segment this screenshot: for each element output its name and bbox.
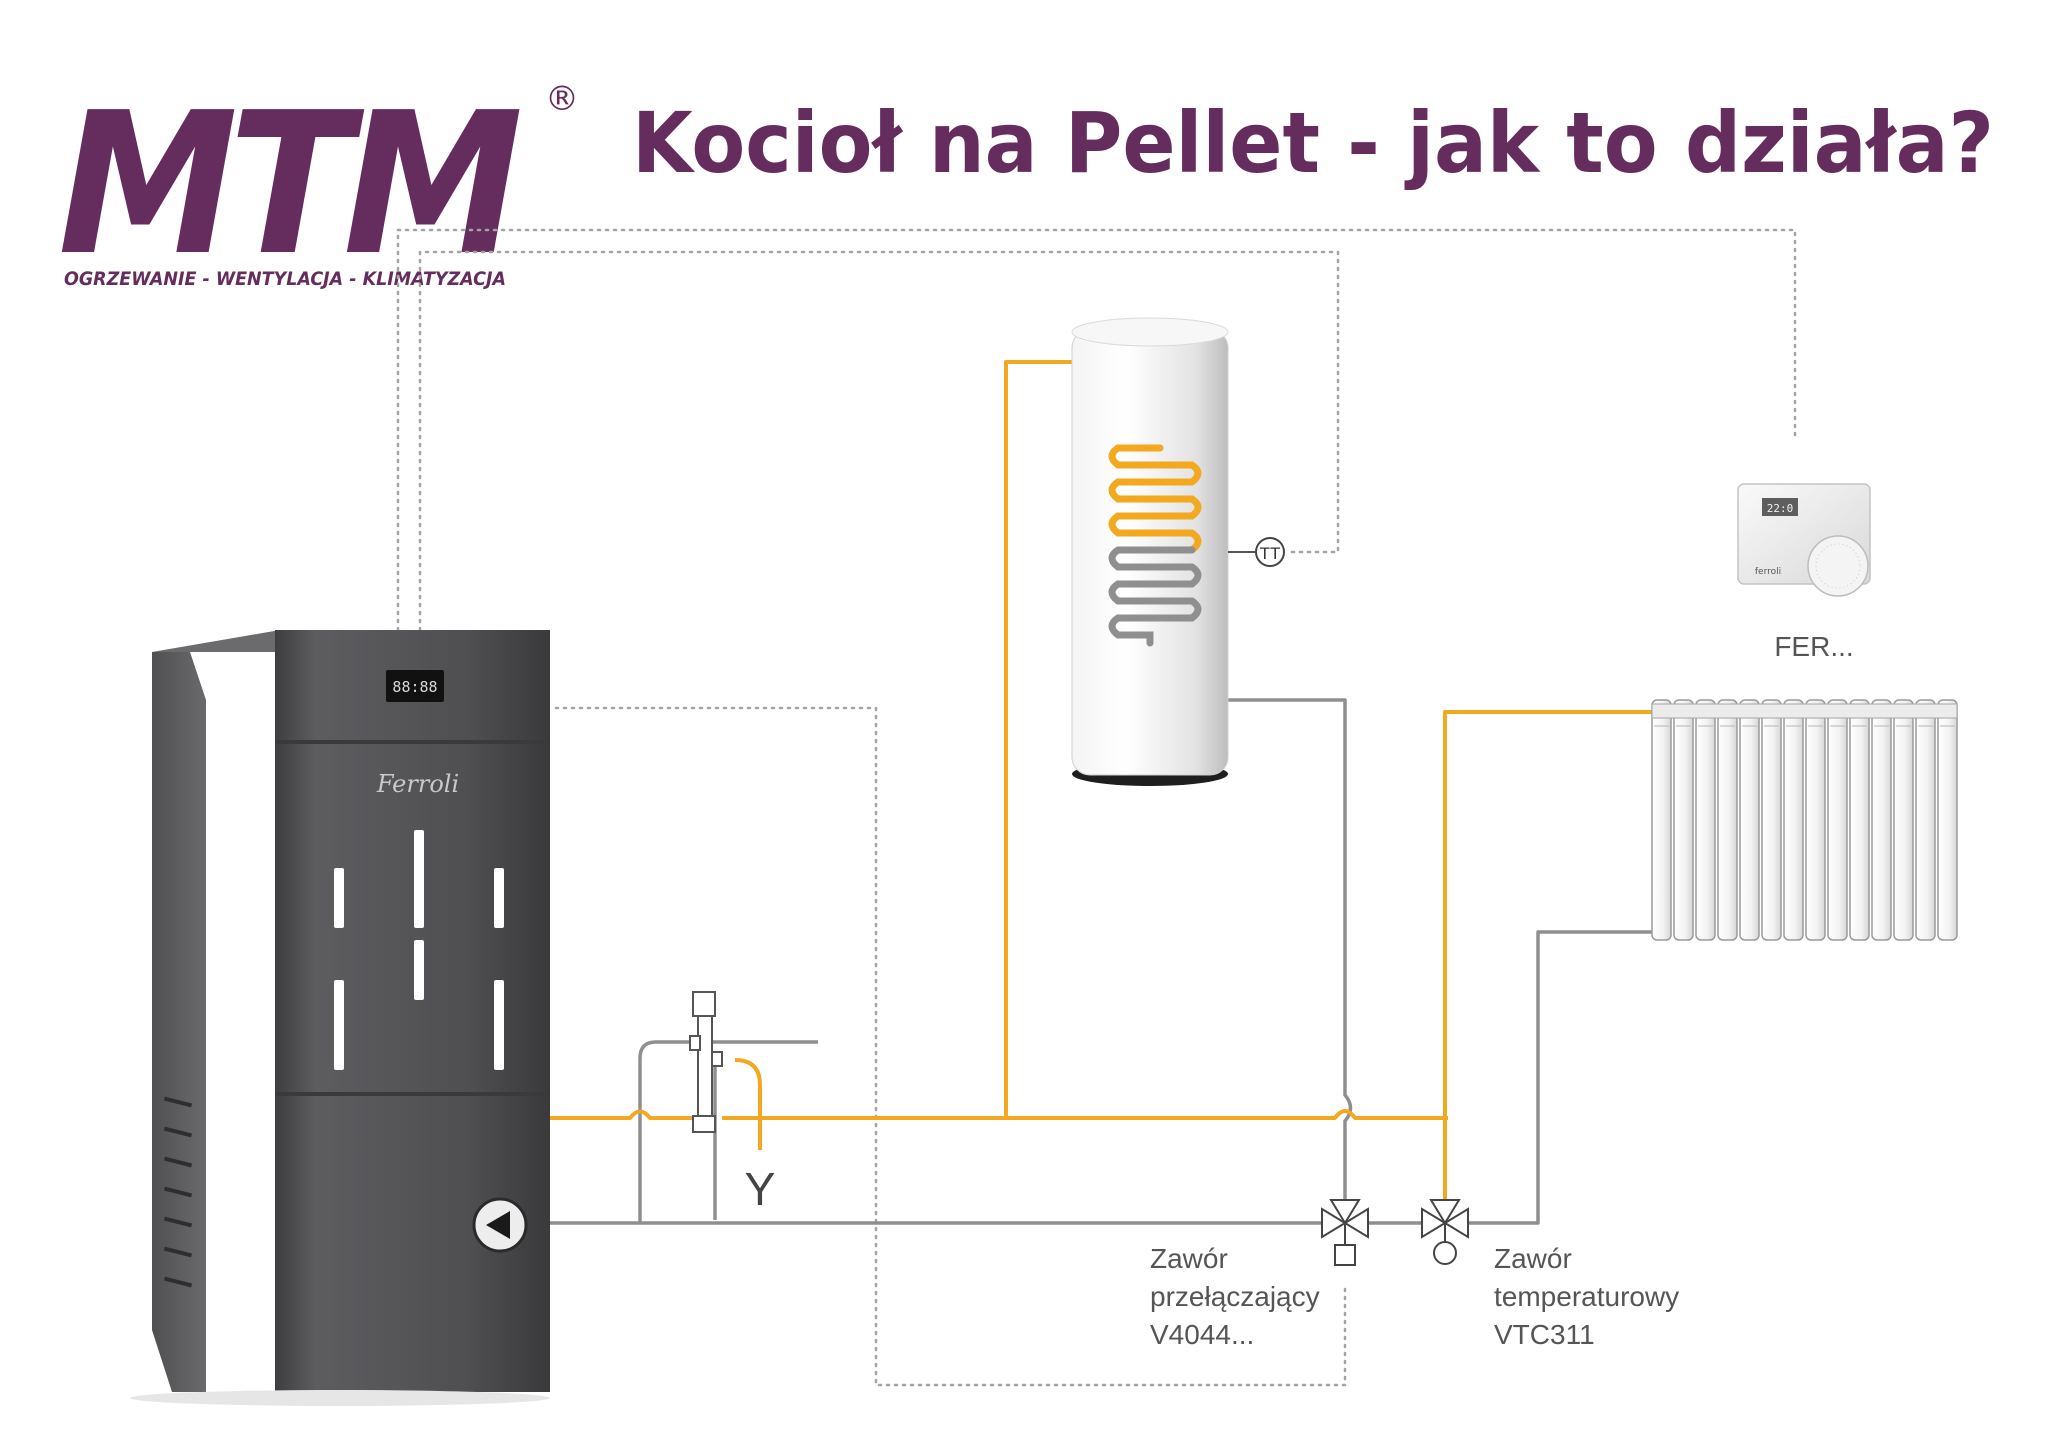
diverter-label-line-3: V4044... bbox=[1150, 1319, 1254, 1350]
brand-logo: MTM ® OGRZEWANIE - WENTYLACJA - KLIMATYZ… bbox=[58, 71, 579, 299]
tank-sensor-icon bbox=[1255, 537, 1285, 567]
radiator-section bbox=[1717, 699, 1738, 941]
thermostatic-valve bbox=[1421, 1199, 1469, 1265]
drain-symbol: Y bbox=[745, 1163, 776, 1215]
boiler-side bbox=[152, 652, 206, 1392]
radiator-section bbox=[1827, 699, 1848, 941]
radiator-section bbox=[1673, 699, 1694, 941]
safety-valve-group: Y bbox=[689, 991, 776, 1215]
valve-side-port bbox=[689, 1035, 701, 1051]
bypass-pipe-left bbox=[638, 1040, 690, 1223]
radiator-supply-pipe bbox=[1443, 710, 1652, 1200]
boiler-door-seam bbox=[275, 1092, 550, 1096]
boiler-front bbox=[275, 630, 550, 1392]
pump-arrow-icon bbox=[486, 1211, 510, 1239]
boiler-display bbox=[386, 670, 444, 702]
diverter-label-line-1: Zawór bbox=[1150, 1243, 1228, 1274]
radiator-section bbox=[1805, 699, 1826, 941]
thermostatic-label-line-1: Zawór bbox=[1494, 1243, 1572, 1274]
boiler-shadow bbox=[130, 1390, 550, 1406]
boiler-vent-slots bbox=[163, 1096, 193, 1288]
supply-boiler-outlet bbox=[550, 1109, 693, 1120]
tank-sensor-label: TT bbox=[1260, 544, 1281, 563]
valve-body bbox=[697, 1015, 713, 1117]
control-wires bbox=[396, 228, 1797, 1387]
room-thermostat: 22:0 ferroli FER... bbox=[1737, 483, 1871, 662]
thermostatic-label-line-2: temperaturowy bbox=[1494, 1281, 1679, 1312]
radiator bbox=[1651, 699, 1958, 941]
thermostatic-valve-label: Zawór temperaturowy VTC311 bbox=[1494, 1243, 1679, 1350]
radiator-section bbox=[1761, 699, 1782, 941]
diverter-valve bbox=[1321, 1199, 1369, 1266]
radiator-return-pipe bbox=[1468, 930, 1652, 1225]
radiator-section bbox=[1651, 699, 1672, 941]
valve-side-port-2 bbox=[711, 1051, 723, 1067]
cylinder-top bbox=[1071, 317, 1229, 347]
thermostatic-label-line-3: VTC311 bbox=[1494, 1319, 1595, 1350]
radiator-section bbox=[1739, 699, 1760, 941]
radiator-section bbox=[1893, 699, 1914, 941]
boiler-display-text: 88:88 bbox=[392, 678, 437, 696]
radiator-section bbox=[1915, 699, 1936, 941]
radiator-section bbox=[1849, 699, 1870, 941]
radiator-section bbox=[1695, 699, 1716, 941]
thermostat-label: FER... bbox=[1774, 631, 1853, 662]
pellet-boiler: 88:88 Ferroli bbox=[130, 630, 550, 1406]
thermostat-dial-icon bbox=[1807, 535, 1869, 597]
hot-water-cylinder: TT bbox=[1071, 317, 1285, 786]
radiator-header bbox=[1651, 703, 1958, 719]
thermostat-brand-label: ferroli bbox=[1755, 567, 1781, 577]
logo-tagline: OGRZEWANIE - WENTYLACJA - KLIMATYZACJA bbox=[64, 268, 506, 290]
diverter-label-line-2: przełączający bbox=[1150, 1281, 1320, 1312]
safety-valve-discharge bbox=[734, 1058, 762, 1150]
wire-boiler-to-thermostat bbox=[396, 228, 1797, 632]
boiler-panel-seam bbox=[275, 740, 550, 744]
wire-boiler-to-diverter-valve bbox=[554, 706, 1347, 1387]
return-pipes bbox=[550, 641, 1652, 1225]
coil-return-pipe bbox=[1150, 641, 1353, 1200]
radiator-section bbox=[1783, 699, 1804, 941]
valve-base bbox=[692, 1115, 716, 1133]
boiler-brand-label: Ferroli bbox=[376, 770, 459, 798]
diverter-valve-label: Zawór przełączający V4044... bbox=[1150, 1243, 1320, 1350]
supply-main-pipe bbox=[722, 1109, 1448, 1120]
registered-mark: ® bbox=[545, 79, 579, 119]
valve-actuator-head bbox=[692, 991, 716, 1017]
boiler-window-slots bbox=[334, 830, 504, 1070]
radiator-section bbox=[1871, 699, 1892, 941]
thermostat-screen-text: 22:0 bbox=[1767, 502, 1794, 515]
wire-boiler-to-tank-sensor bbox=[418, 250, 1340, 632]
page-title: Kocioł na Pellet - jak to działa? bbox=[632, 94, 1994, 192]
thermostat-screen bbox=[1762, 498, 1798, 516]
heating-coil bbox=[1108, 444, 1202, 647]
radiator-section bbox=[1937, 699, 1958, 941]
logo-wordmark: MTM bbox=[58, 71, 519, 299]
